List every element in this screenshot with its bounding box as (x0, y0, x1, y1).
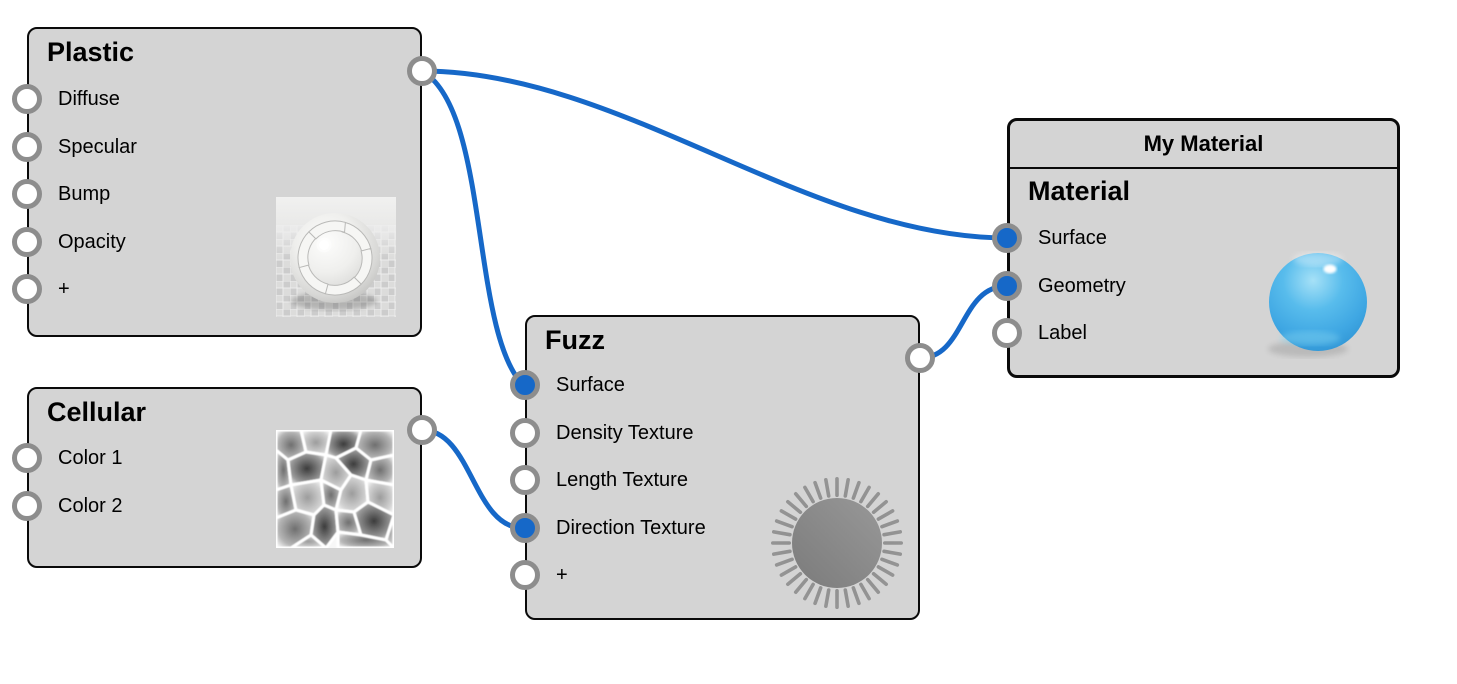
port-fuzz-add-input[interactable] (510, 560, 540, 590)
port-fuzz-density-texture[interactable] (510, 418, 540, 448)
fuzz-ball-preview-icon (771, 477, 903, 609)
wire-plastic-to-material-surface[interactable] (419, 68, 1010, 241)
port-label-material-surface: Surface (1038, 227, 1107, 249)
node-cellular-title: Cellular (47, 397, 147, 427)
node-material-title: Material (1028, 176, 1131, 206)
port-fuzz-output[interactable] (905, 343, 935, 373)
port-label-opacity: Opacity (58, 231, 126, 253)
port-cellular-color1[interactable] (12, 443, 42, 473)
node-fuzz[interactable]: Fuzz Surface Density Texture Length Text… (510, 315, 935, 620)
port-label-color2: Color 2 (58, 495, 123, 517)
port-label-diffuse: Diffuse (58, 88, 120, 110)
node-cellular[interactable]: Cellular Color 1 Color 2 (12, 387, 437, 568)
port-plastic-bump[interactable] (12, 179, 42, 209)
node-material-header: My Material (1010, 121, 1397, 169)
port-cellular-color2[interactable] (12, 491, 42, 521)
port-plastic-opacity[interactable] (12, 227, 42, 257)
port-label-direction-texture: Direction Texture (556, 517, 706, 539)
port-material-surface[interactable] (992, 223, 1022, 253)
port-label-plastic-add: + (58, 278, 70, 300)
port-label-density-texture: Density Texture (556, 422, 694, 444)
node-plastic-title: Plastic (47, 37, 135, 67)
port-label-specular: Specular (58, 136, 137, 158)
material-sphere-preview-icon (1268, 252, 1367, 357)
cellular-texture-preview-icon (276, 430, 394, 548)
node-plastic[interactable]: Plastic Diffuse Specular Bump Opacity + (12, 27, 437, 337)
plastic-sphere-preview-icon (276, 197, 396, 317)
port-label-material-geometry: Geometry (1038, 275, 1126, 297)
port-plastic-specular[interactable] (12, 132, 42, 162)
node-material[interactable]: My Material Material Surface Geometry La… (992, 118, 1400, 378)
wire-plastic-to-fuzz-surface[interactable] (419, 68, 526, 388)
port-label-fuzz-surface: Surface (556, 374, 625, 396)
port-label-color1: Color 1 (58, 447, 123, 469)
port-material-geometry[interactable] (992, 271, 1022, 301)
port-label-fuzz-add: + (556, 564, 568, 586)
port-plastic-add-input[interactable] (12, 274, 42, 304)
wire-fuzz-to-material-geometry[interactable] (917, 283, 1010, 361)
port-plastic-output[interactable] (407, 56, 437, 86)
port-cellular-output[interactable] (407, 415, 437, 445)
port-fuzz-length-texture[interactable] (510, 465, 540, 495)
port-plastic-diffuse[interactable] (12, 84, 42, 114)
node-fuzz-title: Fuzz (545, 325, 605, 355)
port-fuzz-surface[interactable] (510, 370, 540, 400)
wire-cellular-to-fuzz-direction[interactable] (419, 427, 526, 531)
port-fuzz-direction-texture[interactable] (510, 513, 540, 543)
port-label-material-label: Label (1038, 322, 1087, 344)
port-material-label[interactable] (992, 318, 1022, 348)
port-label-length-texture: Length Texture (556, 469, 688, 491)
port-label-bump: Bump (58, 183, 111, 205)
